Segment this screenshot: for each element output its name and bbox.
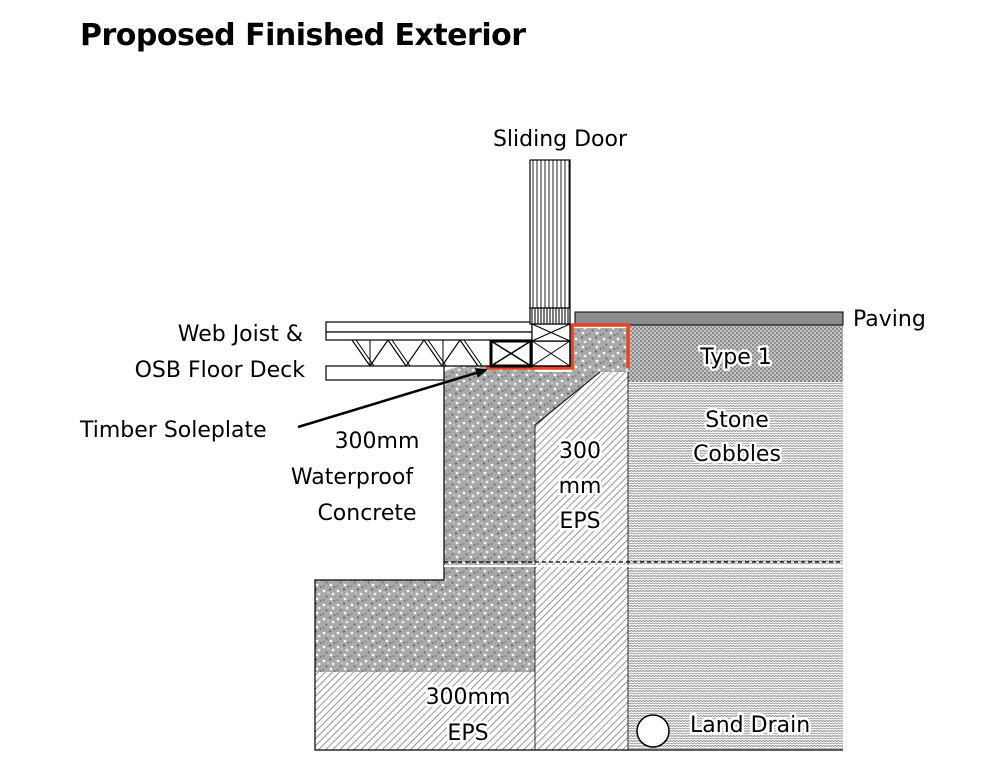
label-eps-wall-2: mm: [559, 474, 602, 499]
waterproof-membrane: [486, 323, 630, 370]
label-concrete-1: 300mm: [335, 429, 420, 454]
label-sliding-door: Sliding Door: [493, 127, 628, 152]
label-eps-wall-3: EPS: [559, 509, 600, 534]
land-drain-pipe: [636, 714, 670, 748]
concrete-foundation: [315, 372, 535, 672]
paving-slab: [574, 311, 844, 326]
label-stone-2: Cobbles: [693, 442, 781, 467]
type1-layer: [628, 325, 843, 382]
timber-soleplate: [489, 323, 571, 368]
web-joist-floor-deck: [325, 321, 533, 381]
label-eps-base-2: EPS: [447, 721, 488, 746]
label-paving: Paving: [853, 307, 926, 332]
label-land-drain: Land Drain: [690, 713, 810, 738]
label-stone-1: Stone: [705, 408, 769, 433]
soleplate-arrow: [297, 368, 488, 429]
label-concrete-2: Waterproof: [291, 465, 414, 490]
label-web-joist-2: OSB Floor Deck: [135, 358, 306, 383]
label-concrete-3: Concrete: [317, 501, 416, 526]
label-type1: Type 1: [699, 345, 772, 370]
page-title: Proposed Finished Exterior: [80, 18, 526, 53]
label-eps-base-1: 300mm: [426, 685, 511, 710]
concrete-upstand: [535, 328, 628, 425]
eps-base-layer: [315, 672, 628, 750]
label-timber-soleplate: Timber Soleplate: [79, 418, 267, 443]
label-eps-wall-1: 300: [559, 439, 601, 464]
label-web-joist-1: Web Joist &: [178, 322, 303, 347]
sliding-door: [529, 159, 571, 325]
eps-wall-layer: [535, 372, 628, 672]
